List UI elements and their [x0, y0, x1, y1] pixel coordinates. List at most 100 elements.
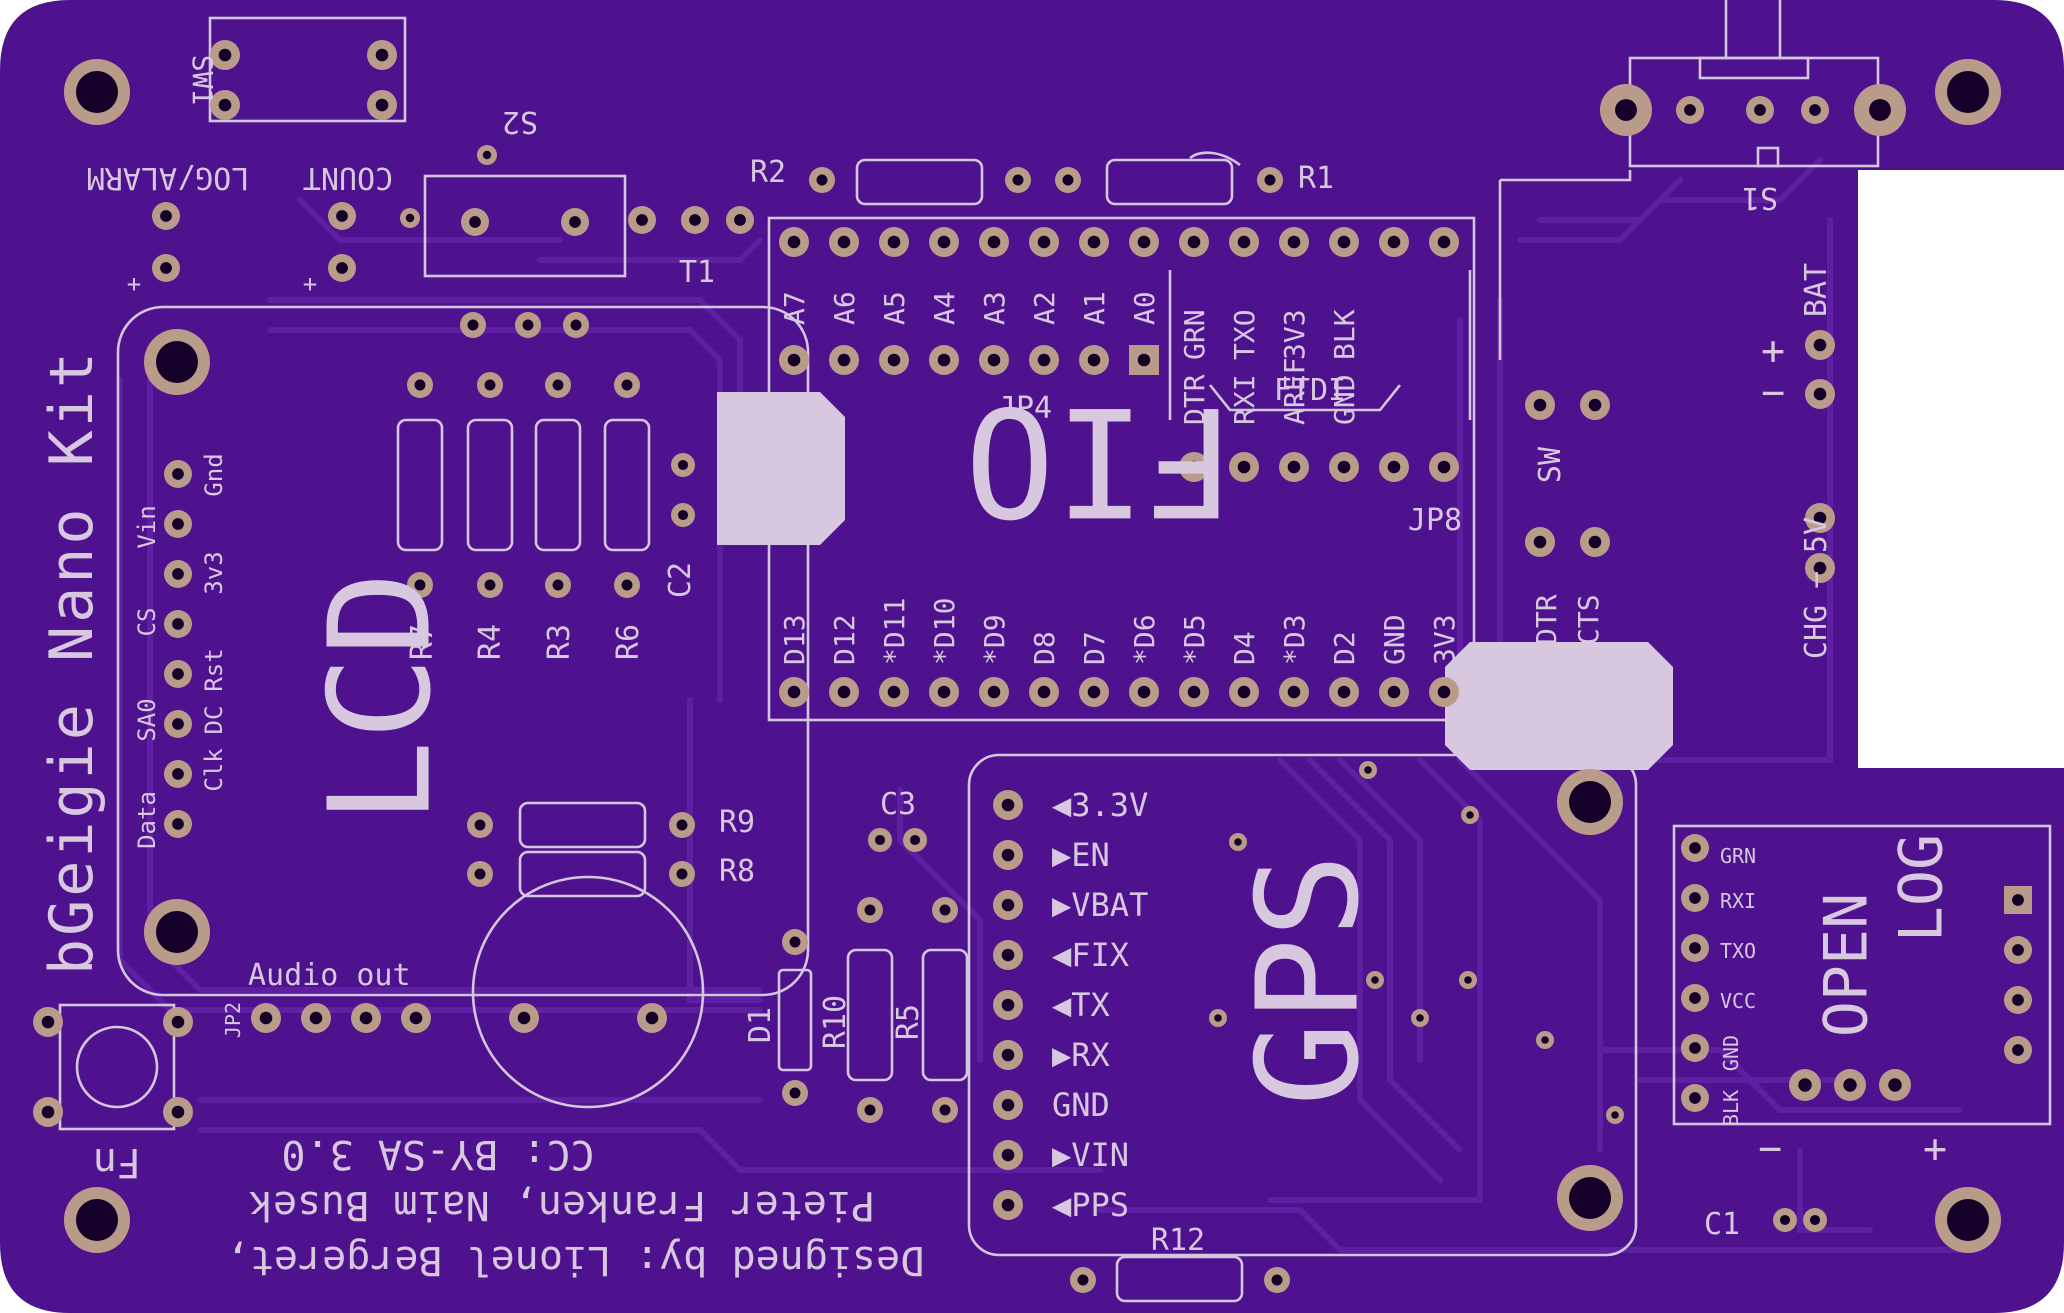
sw1-pin	[210, 90, 240, 120]
openlog-pin	[1681, 1084, 1709, 1112]
gps-pin-label: ▶EN	[1052, 836, 1110, 874]
r9-label: R9	[719, 805, 755, 840]
fio-top-pin	[879, 227, 909, 257]
sw-pin	[1525, 527, 1555, 557]
r10-label: R10	[818, 995, 853, 1049]
openlog-pin-label: BLK	[1719, 1090, 1743, 1126]
mounting-hole-1	[64, 59, 130, 125]
gps-pin-label: ◀TX	[1052, 986, 1110, 1024]
gps-pin	[993, 940, 1023, 970]
license-text: CC: BY-SA 3.0	[281, 1131, 594, 1177]
resistor-pin	[1257, 167, 1283, 193]
fio-bottom-pin	[1229, 677, 1259, 707]
fio-bottom-label: *D3	[1278, 614, 1311, 665]
fio-bottom-pin	[829, 677, 859, 707]
fio-ftdi-label: AREF	[1278, 358, 1311, 425]
r7-label: R7	[405, 624, 440, 660]
gps-pin	[993, 1090, 1023, 1120]
led-pin	[152, 254, 180, 282]
openlog-pin-label: GRN	[1720, 844, 1756, 868]
component-pin	[782, 1080, 808, 1106]
bat-minus: −	[1761, 370, 1785, 416]
sw-label: SW	[1533, 446, 1568, 483]
jp4-pin	[979, 345, 1009, 375]
jp2-pin	[251, 1003, 281, 1033]
fio-bottom-label: *D6	[1128, 614, 1161, 665]
r12-pin	[1264, 1267, 1290, 1293]
fio-top-label: A5	[878, 291, 911, 325]
s2-label: S2	[502, 104, 538, 139]
component-pin	[932, 1097, 958, 1123]
fio-bottom-label: D8	[1028, 631, 1061, 665]
openlog-minus: −	[1758, 1126, 1782, 1172]
fio-bottom-label: D4	[1228, 631, 1261, 665]
fio-bottom-label: *D10	[928, 598, 961, 665]
gps-pin	[993, 1040, 1023, 1070]
sw1-pin	[367, 90, 397, 120]
fn-switch-pin	[33, 1007, 63, 1037]
c1-pin	[1803, 1208, 1827, 1232]
resistor-pin	[809, 167, 835, 193]
jp4-pin	[829, 345, 859, 375]
openlog-pin-label: GND	[1719, 1035, 1743, 1071]
mounting-hole-2	[144, 329, 210, 395]
fio-ftdi-label: TXO	[1228, 309, 1261, 360]
mounting-hole-4	[1935, 59, 2001, 125]
gps-pin	[993, 790, 1023, 820]
sw1-pin	[210, 40, 240, 70]
lcd-header-pin	[164, 760, 192, 788]
fio-bottom-label: 3V3	[1428, 614, 1461, 665]
resistor-pin	[1055, 167, 1081, 193]
fio-top-pin	[1279, 227, 1309, 257]
via	[1209, 1009, 1227, 1027]
openlog-pin	[1681, 984, 1709, 1012]
via	[515, 312, 541, 338]
jp2-label: JP2	[221, 1002, 245, 1038]
fio-bottom-pin	[1379, 677, 1409, 707]
fio-right-label: CTS	[1572, 594, 1605, 645]
s1-pin	[1746, 96, 1774, 124]
log-alarm-label: LOG/ALARM	[87, 160, 250, 195]
r8-label: R8	[719, 854, 755, 889]
openlog-right-pin	[2004, 1036, 2032, 1064]
resistor-pin	[467, 812, 493, 838]
component-pin	[857, 897, 883, 923]
lcd-header-pin	[164, 660, 192, 688]
jp4-pin	[1079, 345, 1109, 375]
s1-pin	[1801, 96, 1829, 124]
fio-label: FIO	[965, 373, 1236, 547]
credits-line1: Designed by: Lionel Bergeret,	[226, 1237, 924, 1283]
resistor-pin	[614, 572, 640, 598]
gps-pin	[993, 840, 1023, 870]
sw-pin	[1580, 390, 1610, 420]
r2-label: R2	[750, 155, 786, 190]
fio-top-label: A2	[1028, 291, 1061, 325]
resistor-bodies	[396, 158, 1244, 1303]
chg-label: CHG	[1799, 605, 1834, 659]
jp4-pin	[879, 345, 909, 375]
lcd-header-pin	[164, 460, 192, 488]
s1-label: S1	[1742, 180, 1778, 215]
fio-bottom-pin	[879, 677, 909, 707]
audio-out-label: Audio out	[248, 958, 411, 993]
fio-ftdi-label: 3V3	[1278, 309, 1311, 360]
lcd-pin-label: CS	[133, 608, 161, 637]
lcd-header-pin	[164, 510, 192, 538]
fn-label: Fn	[93, 1139, 141, 1185]
c2-pin	[671, 453, 695, 477]
via	[563, 312, 589, 338]
s2-pin	[461, 208, 489, 236]
fio-ftdi-label: RXI	[1228, 374, 1261, 425]
power-pin	[1805, 503, 1835, 533]
led-pin	[328, 202, 356, 230]
gps-pin-label: ◀PPS	[1052, 1186, 1129, 1224]
resistor-pin	[669, 812, 695, 838]
resistor-pin	[1005, 167, 1031, 193]
r12-label: R12	[1151, 1223, 1205, 1258]
fio-bottom-label: D13	[778, 614, 811, 665]
fio-bottom-pin	[1279, 677, 1309, 707]
sw1-label: SW1	[186, 55, 219, 106]
sw-pin	[1580, 527, 1610, 557]
gps-pin-label: ◀3.3V	[1052, 786, 1148, 824]
